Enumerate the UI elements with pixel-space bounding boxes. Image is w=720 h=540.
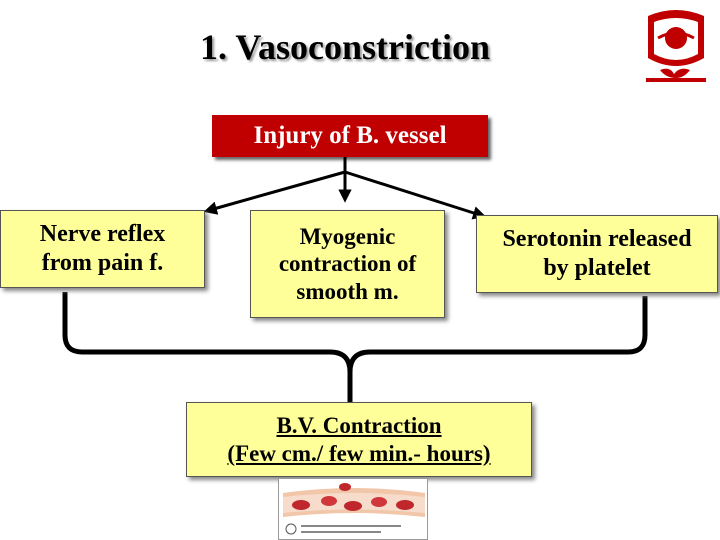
converging-bracket (62, 292, 648, 402)
branch-serotonin-release: Serotonin released by platelet (476, 215, 718, 293)
branch-label: Myogenic contraction of smooth m. (278, 223, 417, 304)
result-line-2: (Few cm./ few min.- hours) (227, 440, 491, 466)
branch-label: Nerve reflex from pain f. (39, 221, 166, 276)
branch-label: Serotonin released by platelet (502, 226, 692, 281)
university-emblem-icon (646, 10, 706, 82)
vessel-illustration-icon (278, 478, 428, 540)
branch-nerve-reflex: Nerve reflex from pain f. (0, 210, 205, 288)
arrow-to-left (203, 170, 346, 215)
page-title: 1. Vasoconstriction (199, 27, 491, 67)
result-line-1: B.V. Contraction (276, 412, 442, 438)
result-node-contraction: B.V. Contraction (Few cm./ few min.- hou… (186, 402, 532, 477)
root-node-injury: Injury of B. vessel (212, 115, 488, 157)
branch-myogenic-contraction: Myogenic contraction of smooth m. (250, 210, 445, 318)
arrow-to-right (344, 170, 487, 220)
